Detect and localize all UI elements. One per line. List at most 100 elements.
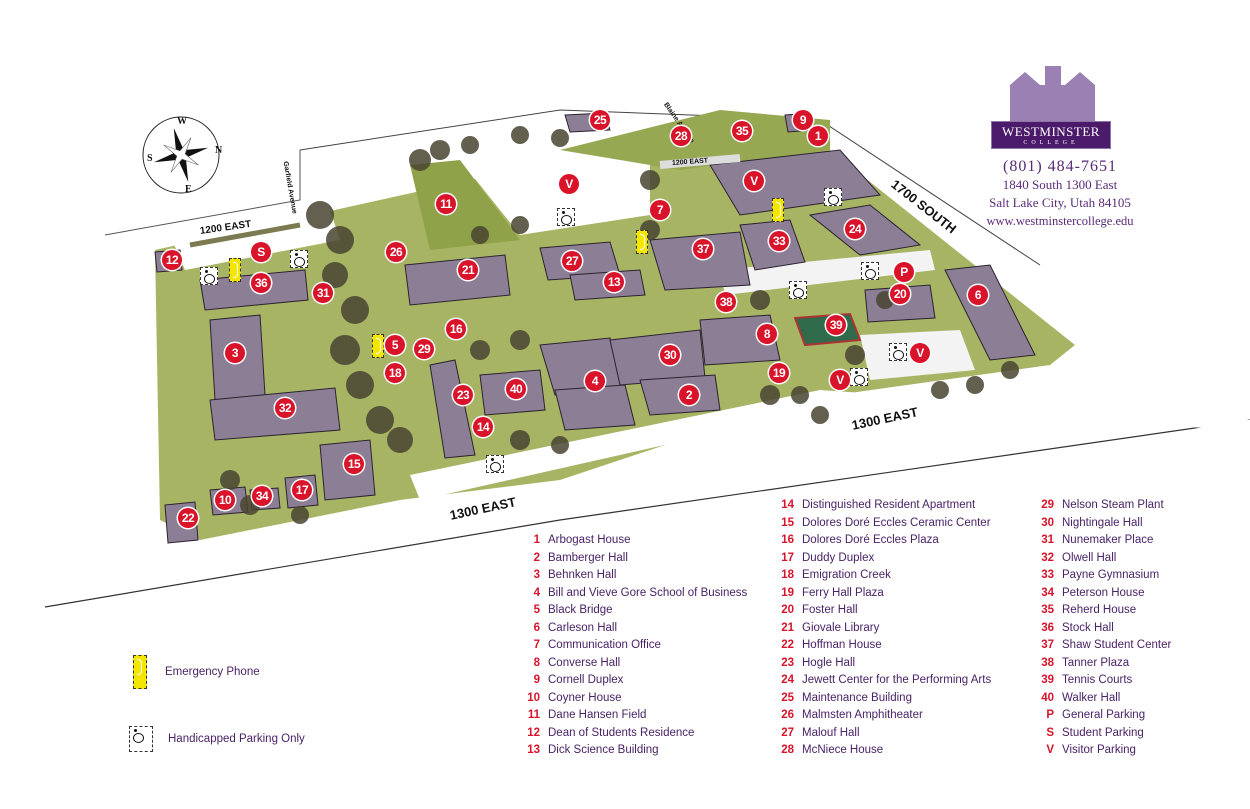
map-marker-19[interactable]: 19 bbox=[769, 363, 789, 383]
map-marker-5[interactable]: 5 bbox=[385, 335, 405, 355]
college-logo[interactable]: WESTMINSTER COLLEGE bbox=[991, 121, 1111, 149]
handicapped-parking-icon[interactable] bbox=[824, 188, 842, 206]
map-marker-4[interactable]: 4 bbox=[585, 371, 605, 391]
map-marker-20[interactable]: 20 bbox=[890, 284, 910, 304]
map-marker-34[interactable]: 34 bbox=[252, 486, 272, 506]
handicapped-parking-icon[interactable] bbox=[789, 281, 807, 299]
handicapped-parking-icon[interactable] bbox=[486, 455, 504, 473]
map-marker-22[interactable]: 22 bbox=[178, 508, 198, 528]
map-marker-37[interactable]: 37 bbox=[693, 239, 713, 259]
map-marker-v[interactable]: V bbox=[559, 174, 579, 194]
map-marker-38[interactable]: 38 bbox=[716, 292, 736, 312]
handicapped-parking-icon[interactable] bbox=[557, 208, 575, 226]
map-marker-8[interactable]: 8 bbox=[757, 324, 777, 344]
handicapped-parking-icon[interactable] bbox=[889, 343, 907, 361]
map-marker-12[interactable]: 12 bbox=[162, 250, 182, 270]
emergency-phone-icon[interactable] bbox=[229, 258, 241, 282]
map-marker-40[interactable]: 40 bbox=[506, 379, 526, 399]
map-marker-v[interactable]: V bbox=[744, 171, 764, 191]
map-marker-6[interactable]: 6 bbox=[968, 285, 988, 305]
map-marker-11[interactable]: 11 bbox=[436, 194, 456, 214]
map-marker-13[interactable]: 13 bbox=[604, 272, 624, 292]
website-link[interactable]: www.westminstercollege.edu bbox=[986, 214, 1134, 228]
handicapped-parking-icon[interactable] bbox=[850, 368, 868, 386]
map-marker-p[interactable]: P bbox=[894, 262, 914, 282]
map-marker-v[interactable]: V bbox=[830, 370, 850, 390]
map-marker-35[interactable]: 35 bbox=[732, 121, 752, 141]
map-marker-17[interactable]: 17 bbox=[292, 480, 312, 500]
emergency-phone-icon[interactable] bbox=[636, 230, 648, 254]
map-marker-24[interactable]: 24 bbox=[845, 219, 865, 239]
handicapped-parking-icon[interactable] bbox=[200, 267, 218, 285]
map-marker-26[interactable]: 26 bbox=[386, 242, 406, 262]
map-marker-16[interactable]: 16 bbox=[446, 319, 466, 339]
handicapped-parking-icon[interactable] bbox=[861, 262, 879, 280]
map-marker-9[interactable]: 9 bbox=[793, 110, 813, 130]
map-marker-23[interactable]: 23 bbox=[453, 385, 473, 405]
map-marker-2[interactable]: 2 bbox=[679, 385, 699, 405]
emergency-phone-icon[interactable] bbox=[372, 334, 384, 358]
map-marker-v[interactable]: V bbox=[910, 343, 930, 363]
map-marker-14[interactable]: 14 bbox=[473, 417, 493, 437]
map-marker-25[interactable]: 25 bbox=[590, 110, 610, 130]
map-marker-30[interactable]: 30 bbox=[660, 345, 680, 365]
map-marker-27[interactable]: 27 bbox=[562, 251, 582, 271]
map-marker-31[interactable]: 31 bbox=[313, 283, 333, 303]
map-marker-7[interactable]: 7 bbox=[650, 200, 670, 220]
map-marker-32[interactable]: 32 bbox=[275, 398, 295, 418]
map-marker-36[interactable]: 36 bbox=[251, 273, 271, 293]
map-marker-39[interactable]: 39 bbox=[826, 315, 846, 335]
map-marker-28[interactable]: 28 bbox=[671, 126, 691, 146]
map-marker-15[interactable]: 15 bbox=[344, 454, 364, 474]
map-marker-21[interactable]: 21 bbox=[458, 260, 478, 280]
map-marker-3[interactable]: 3 bbox=[225, 343, 245, 363]
map-marker-10[interactable]: 10 bbox=[215, 490, 235, 510]
handicapped-parking-icon[interactable] bbox=[290, 250, 308, 268]
map-marker-s[interactable]: S bbox=[251, 242, 271, 262]
map-marker-29[interactable]: 29 bbox=[414, 339, 434, 359]
map-marker-18[interactable]: 18 bbox=[385, 363, 405, 383]
